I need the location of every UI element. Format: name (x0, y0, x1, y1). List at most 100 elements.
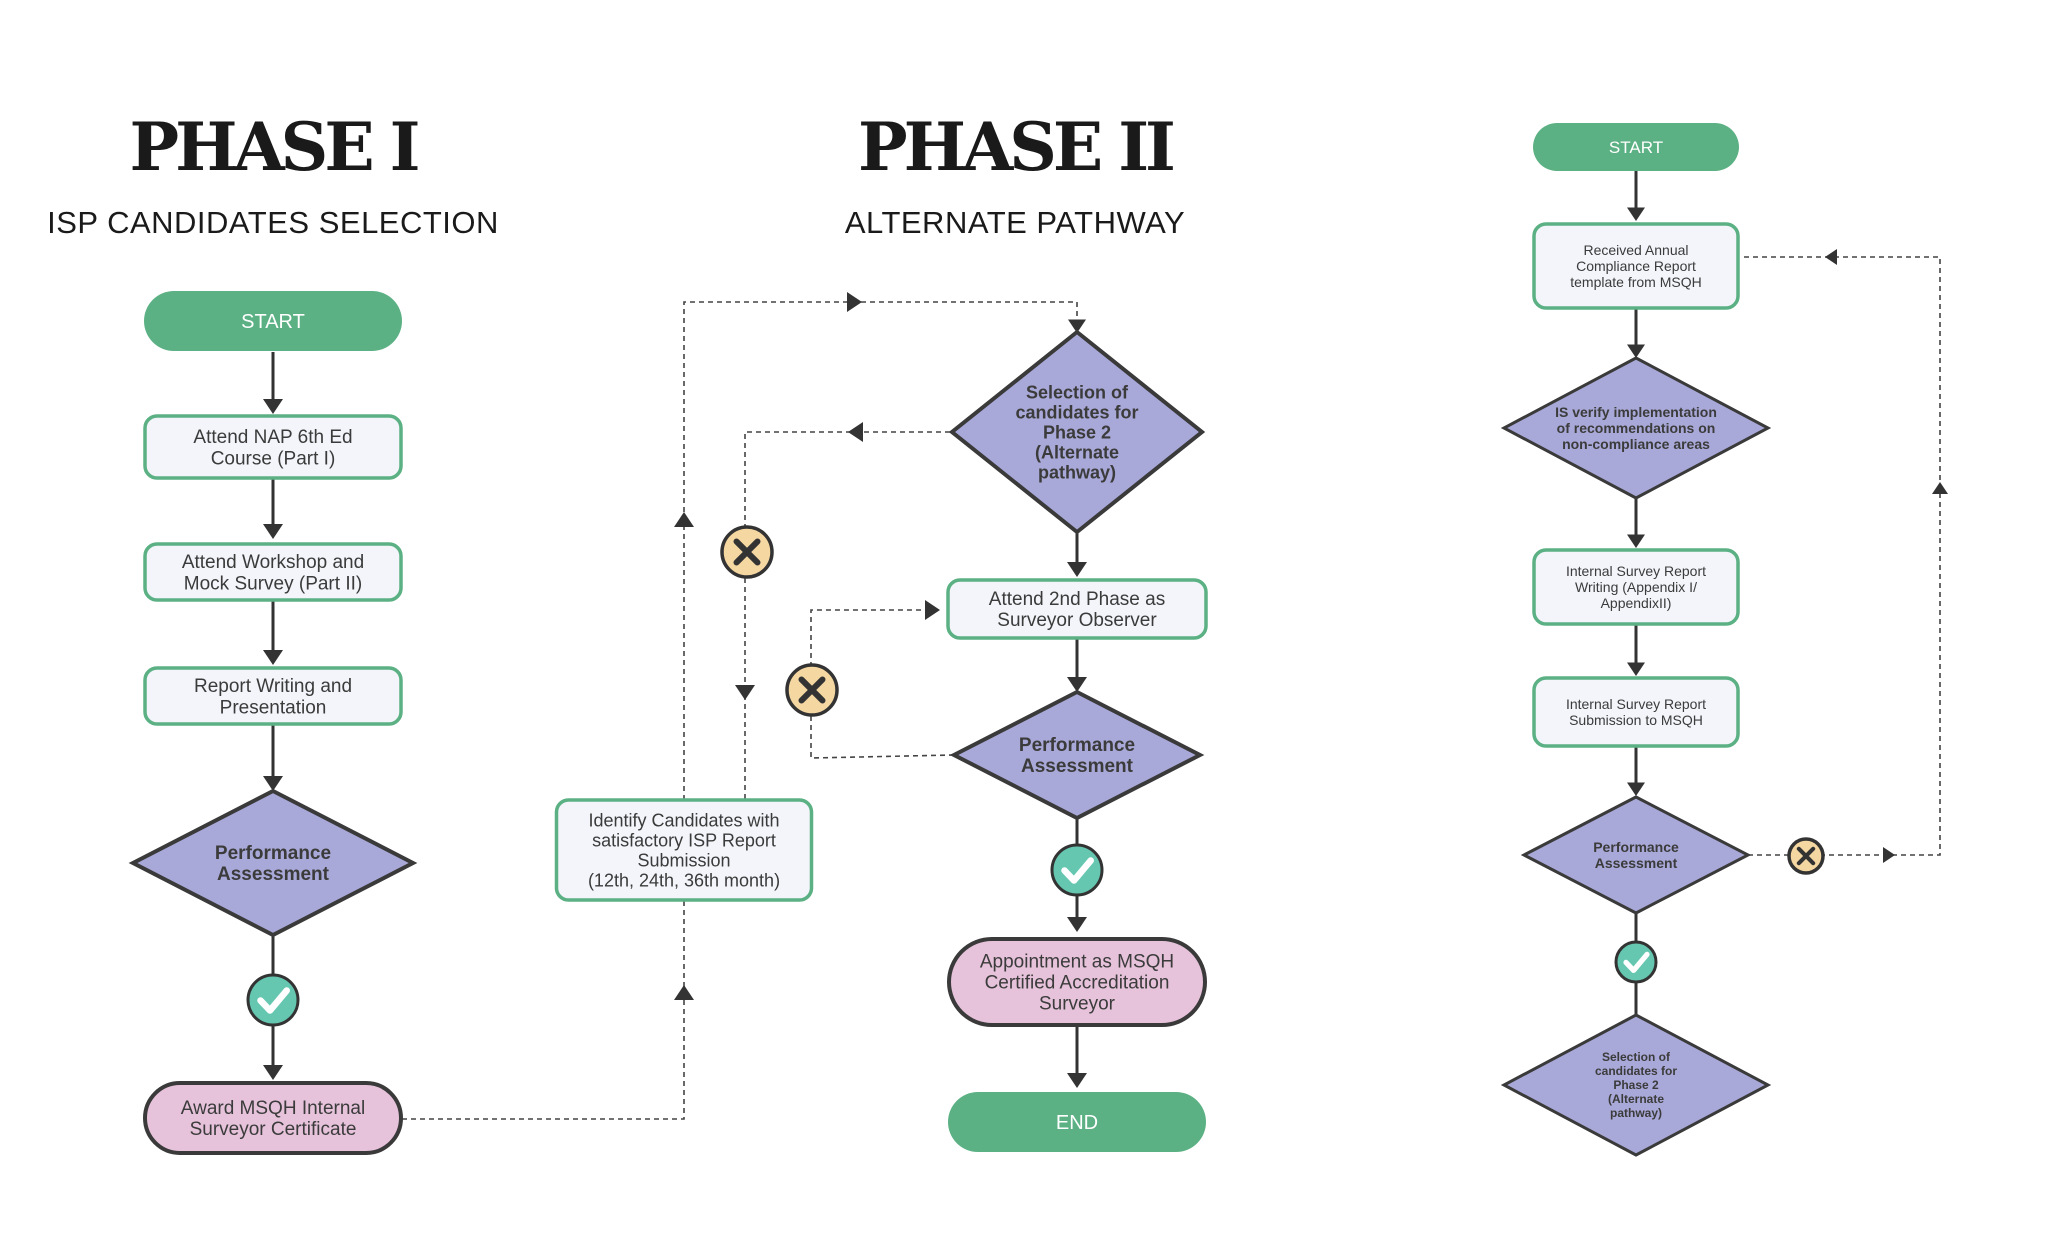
annual-received-template-label-line: Compliance Report (1576, 258, 1696, 274)
bridge-arrow-up-lower (674, 985, 694, 1000)
annual-arrow-start-received-head (1627, 207, 1645, 221)
phase1-step-nap-course-label-line: Course (Part I) (211, 448, 336, 469)
phase2-fail-cross-icon-mark (798, 676, 826, 704)
annual-start-terminal-shape (1533, 123, 1739, 171)
phase1-title: PHASE I (129, 108, 417, 186)
phase2-pass-check-icon-mark (1061, 857, 1094, 884)
annual-arrow-fail-right (1883, 847, 1895, 863)
annual-selection-decision-label-line: Selection of (1602, 1050, 1671, 1064)
bridge-arrow-right-top (847, 292, 862, 312)
phase1-step-report-label-line: Presentation (220, 697, 327, 718)
phase2-end-terminal-label-line: END (1056, 1112, 1098, 1134)
phase2-arrow-into-observer (925, 600, 940, 620)
annual-arrow-submission-decision-head (1627, 782, 1645, 796)
annual-verify-decision-shape (1500, 356, 1772, 500)
bridge-dash-selection-fail (744, 431, 950, 800)
phase2-arrow-appointment-end-head (1067, 1073, 1087, 1088)
phase1-arrow-step3-decision-head (263, 776, 283, 791)
annual-performance-decision-label-line: Performance (1593, 839, 1679, 855)
phase1-performance-decision-label-line: Performance (215, 843, 331, 864)
phase2-appointment-shape (947, 937, 1207, 1027)
phase2-selection-decision-label-line: Phase 2 (1043, 422, 1111, 442)
phase1-pass-check-icon-circle (246, 973, 300, 1027)
phase2-pass-check-icon-circle (1050, 843, 1104, 897)
annual-verify-decision-label-line: non-compliance areas (1562, 436, 1710, 452)
annual-report-submission-label-line: Internal Survey Report (1566, 696, 1706, 712)
bridge-dash-award-to-identify (402, 900, 685, 1120)
annual-report-writing-label-line: Internal Survey Report (1566, 563, 1706, 579)
phase1-performance-decision-shape (128, 788, 418, 938)
annual-received-template-shape (1532, 222, 1740, 310)
annual-selection-decision-shape (1500, 1013, 1772, 1157)
bridge-arrow-up-upper (674, 512, 694, 527)
phase2-performance-decision-shape (949, 689, 1205, 821)
phase2-fail-cross-icon (785, 663, 839, 717)
phase1-arrow-check-outcome-head (263, 1065, 283, 1080)
annual-received-template-label-line: template from MSQH (1570, 274, 1701, 290)
phase1-step-workshop-label-line: Mock Survey (Part II) (184, 573, 362, 594)
phase1-start-terminal-label-line: START (241, 311, 305, 333)
phase2-selection-decision-label-line: pathway) (1038, 462, 1116, 482)
phase2-subtitle: ALTERNATE PATHWAY (845, 205, 1185, 240)
bridge-identify-candidates-label-line: Submission (637, 850, 730, 870)
annual-verify-decision-label-line: of recommendations on (1557, 420, 1716, 436)
annual-arrow-verify-writing-head (1627, 534, 1645, 548)
annual-performance-decision-label-line: Assessment (1595, 855, 1678, 871)
bridge-identify-candidates-label-line: Identify Candidates with (588, 810, 779, 830)
phase2-pass-check-icon (1050, 843, 1104, 897)
annual-arrow-fail-left (1825, 249, 1837, 265)
bridge-identify-candidates-label-line: satisfactory ISP Report (592, 830, 776, 850)
phase1-step-report-shape (143, 666, 403, 726)
phase1-step-report-label-line: Report Writing and (194, 676, 352, 697)
bridge-fail-cross-icon (720, 525, 774, 579)
bridge-arrow-down-fail (735, 685, 755, 700)
phase2-arrow-check-appointment-head (1067, 917, 1087, 932)
bridge-arrow-into-selection (1068, 319, 1086, 333)
annual-verify-decision-label-line: IS verify implementation (1555, 404, 1717, 420)
phase2-appointment-label-line: Appointment as MSQH (980, 952, 1174, 973)
annual-pass-check-icon (1614, 940, 1658, 984)
annual-pass-check-icon-mark (1623, 951, 1650, 973)
annual-arrow-writing-submission-head (1627, 662, 1645, 676)
phase2-arrow-observer-decision-head (1067, 677, 1087, 692)
annual-dash-fail-loop (1740, 256, 1941, 856)
bridge-fail-cross-icon-mark (733, 538, 761, 566)
annual-selection-decision-label-line: Phase 2 (1613, 1078, 1659, 1092)
phase1-step-workshop-label-line: Attend Workshop and (182, 552, 364, 573)
phase1-step-workshop-shape (143, 542, 403, 602)
phase2-appointment-label-line: Surveyor (1039, 994, 1116, 1015)
annual-start-terminal-label-line: START (1609, 138, 1663, 157)
phase1-start-terminal[interactable]: START (144, 291, 402, 351)
phase2-selection-decision-label-line: (Alternate (1035, 442, 1119, 462)
bridge-identify-candidates-label-line: (12th, 24th, 36th month) (588, 870, 780, 890)
phase1-step-nap-course-shape (143, 414, 403, 480)
annual-report-submission-label-line: Submission to MSQH (1569, 712, 1703, 728)
phase2-end-terminal[interactable]: END (948, 1092, 1206, 1152)
phase2-observer-step-shape (946, 578, 1208, 640)
annual-selection-decision-label-line: candidates for (1595, 1064, 1677, 1078)
phase1-award-certificate-label-line: Award MSQH Internal (181, 1098, 365, 1119)
phase1-performance-decision-label-line: Assessment (217, 864, 330, 885)
annual-start-terminal[interactable]: START (1533, 123, 1739, 171)
phase2-performance-decision-label-line: Performance (1019, 735, 1135, 756)
annual-fail-cross-icon (1787, 837, 1825, 875)
